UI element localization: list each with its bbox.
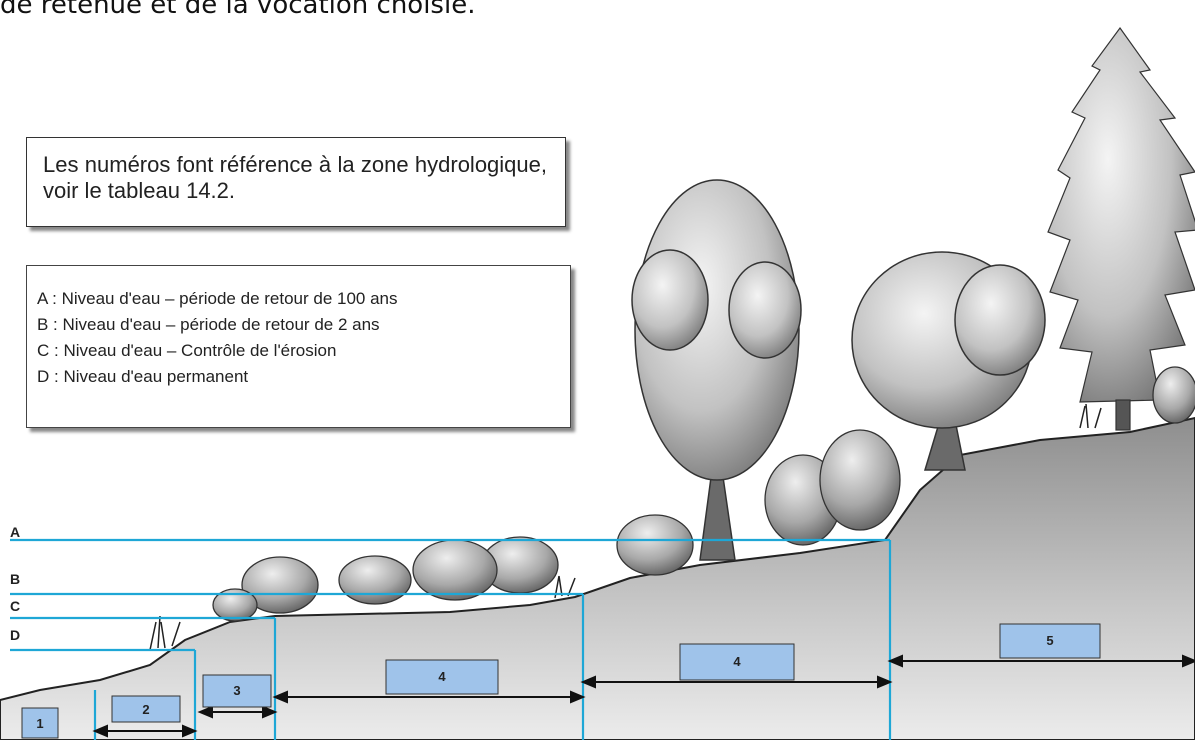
- legend-item-c: C : Niveau d'eau – Contrôle de l'érosion: [37, 341, 337, 360]
- zone-4b-label: 4: [733, 654, 741, 669]
- conifer-tree: [1047, 26, 1195, 431]
- zone-4a-label: 4: [438, 669, 446, 684]
- shrubs: [212, 366, 1195, 622]
- level-letters: A B C D: [10, 524, 20, 643]
- top-caption: de retenue et de la vocation choisie.: [0, 0, 476, 20]
- legend-item-a: A : Niveau d'eau – période de retour de …: [37, 289, 398, 308]
- deciduous-trees: [631, 179, 1046, 561]
- grass-tufts: [149, 403, 1102, 651]
- zone-2-label: 2: [142, 702, 149, 717]
- zone-1-label: 1: [36, 716, 43, 731]
- zone-reference-note: Les numéros font référence à la zone hyd…: [26, 137, 566, 227]
- level-a-label: A: [10, 524, 20, 540]
- ground-profile: [0, 416, 1195, 740]
- zone-arrows: [92, 654, 1195, 738]
- level-b-label: B: [10, 571, 20, 587]
- level-d-label: D: [10, 627, 20, 643]
- legend-item-b: B : Niveau d'eau – période de retour de …: [37, 315, 380, 334]
- level-c-label: C: [10, 598, 20, 614]
- water-level-lines: [10, 538, 892, 740]
- zone-3-label: 3: [233, 683, 240, 698]
- water-level-legend: A : Niveau d'eau – période de retour de …: [26, 265, 571, 428]
- zone-5-label: 5: [1046, 633, 1053, 648]
- zone-reference-text: Les numéros font référence à la zone hyd…: [43, 152, 547, 203]
- legend-item-d: D : Niveau d'eau permanent: [37, 367, 249, 386]
- zone-boxes: 1 2 3 4 4 5: [21, 623, 1101, 739]
